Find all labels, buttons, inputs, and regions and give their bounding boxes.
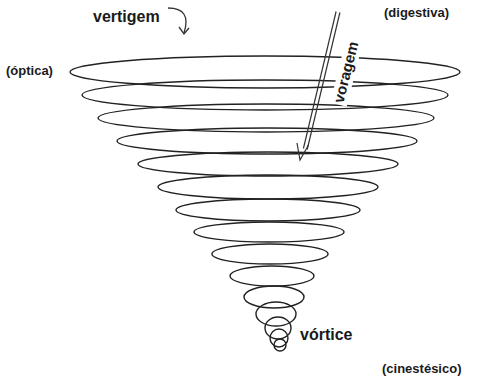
vortex-label: vórtice [300,326,352,344]
arrow-label: voragem [330,38,362,107]
sense-label: (cinestésico) [382,362,461,376]
arrow-label: vertigem [93,8,160,26]
vertigem-arrow [168,8,189,34]
sense-label: (óptica) [6,64,53,78]
sense-label: (digestiva) [384,6,449,20]
